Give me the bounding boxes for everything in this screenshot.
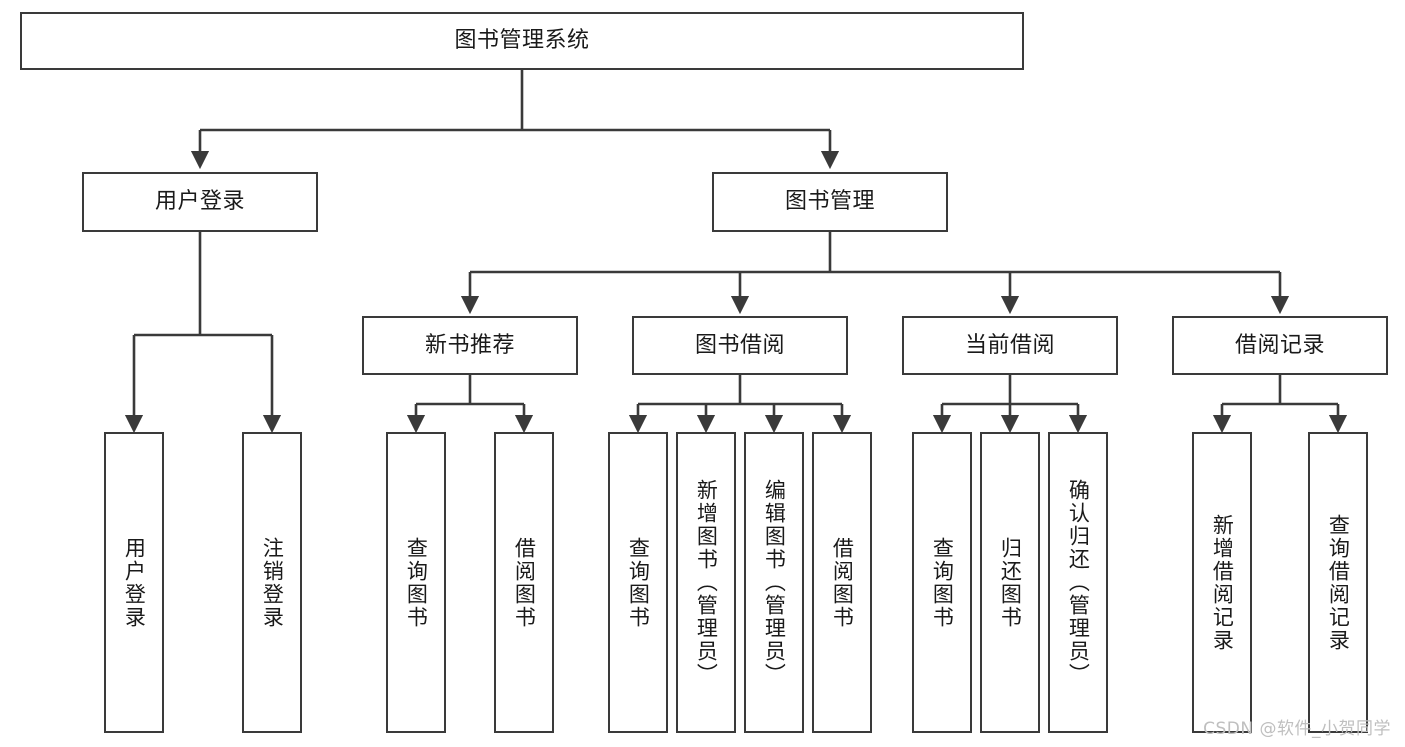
leaf-add-book-label: 新增图书（管理员） [694,479,719,686]
node-root-label: 图书管理系统 [454,28,590,54]
leaf-query-book-3-label: 查询图书 [930,536,955,629]
node-root[interactable]: 图书管理系统 [20,12,1024,70]
node-borrow-record[interactable]: 借阅记录 [1172,316,1388,375]
leaf-edit-book-label: 编辑图书（管理员） [762,479,787,686]
node-new-book-recommend-label: 新书推荐 [424,332,515,358]
leaf-borrow-book-2[interactable]: 借阅图书 [812,432,872,733]
leaf-borrow-book-1-label: 借阅图书 [512,536,537,629]
leaf-edit-book[interactable]: 编辑图书（管理员） [744,432,804,733]
leaf-add-record[interactable]: 新增借阅记录 [1192,432,1252,733]
leaf-borrow-book-2-label: 借阅图书 [830,536,855,629]
leaf-query-book-1[interactable]: 查询图书 [386,432,446,733]
leaf-return-book[interactable]: 归还图书 [980,432,1040,733]
node-new-book-recommend[interactable]: 新书推荐 [362,316,578,375]
leaf-query-book-1-label: 查询图书 [404,536,429,629]
leaf-query-book-2[interactable]: 查询图书 [608,432,668,733]
leaf-query-book-2-label: 查询图书 [626,536,651,629]
leaf-confirm-return[interactable]: 确认归还（管理员） [1048,432,1108,733]
node-book-management[interactable]: 图书管理 [712,172,948,232]
leaf-logout-login-label: 注销登录 [260,536,285,629]
leaf-add-book[interactable]: 新增图书（管理员） [676,432,736,733]
node-book-management-label: 图书管理 [784,189,875,215]
node-book-borrow[interactable]: 图书借阅 [632,316,848,375]
leaf-query-record-label: 查询借阅记录 [1326,513,1351,652]
leaf-user-login-label: 用户登录 [122,536,147,629]
leaf-add-record-label: 新增借阅记录 [1210,513,1235,652]
node-current-borrow[interactable]: 当前借阅 [902,316,1118,375]
node-user-login[interactable]: 用户登录 [82,172,318,232]
leaf-return-book-label: 归还图书 [998,536,1023,629]
node-current-borrow-label: 当前借阅 [964,332,1055,358]
node-user-login-label: 用户登录 [154,189,245,215]
leaf-confirm-return-label: 确认归还（管理员） [1066,479,1091,686]
leaf-query-book-3[interactable]: 查询图书 [912,432,972,733]
leaf-query-record[interactable]: 查询借阅记录 [1308,432,1368,733]
node-book-borrow-label: 图书借阅 [694,332,785,358]
leaf-borrow-book-1[interactable]: 借阅图书 [494,432,554,733]
leaf-user-login[interactable]: 用户登录 [104,432,164,733]
leaf-logout-login[interactable]: 注销登录 [242,432,302,733]
node-borrow-record-label: 借阅记录 [1234,332,1325,358]
